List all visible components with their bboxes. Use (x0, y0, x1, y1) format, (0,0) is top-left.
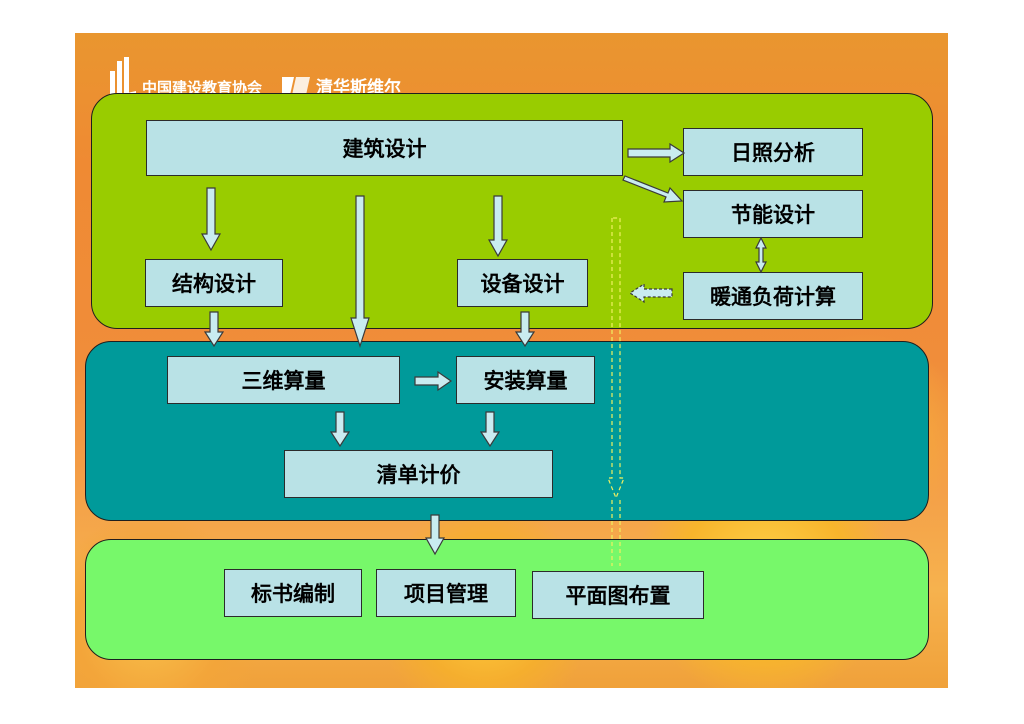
company-logo-icon (282, 77, 311, 95)
node-equipment-design: 设备设计 (457, 259, 588, 307)
node-installation-quantity: 安装算量 (456, 356, 595, 404)
node-structural-design: 结构设计 (145, 259, 283, 307)
arrow-structure-to-3d (203, 311, 225, 348)
node-project-management: 项目管理 (376, 569, 516, 617)
org-name-right: 清华斯维尔 (316, 78, 402, 98)
node-architectural-design: 建筑设计 (146, 120, 623, 176)
node-sunlight-analysis: 日照分析 (683, 128, 863, 176)
arrow-install-to-bill (479, 411, 501, 448)
arrow-arch-to-equipment (487, 195, 509, 258)
dashed-arrow-to-site-layout (607, 217, 625, 566)
node-site-layout: 平面图布置 (532, 571, 704, 619)
arrow-to-sunlight (627, 142, 686, 164)
arrow-3d-to-install (414, 370, 453, 392)
node-3d-quantity: 三维算量 (167, 356, 400, 404)
arrow-bill-to-management (424, 514, 446, 556)
arrow-arch-to-structure (200, 187, 222, 252)
arrow-3d-to-bill (329, 411, 351, 448)
arrow-equipment-to-install (514, 311, 536, 348)
node-hvac-load: 暖通负荷计算 (683, 272, 863, 320)
arrow-arch-to-3d (350, 195, 370, 348)
arrow-hvac-to-equipment (628, 282, 673, 304)
arrow-energy-hvac (755, 236, 767, 274)
node-bid-documents: 标书编制 (224, 569, 362, 617)
node-energy-design: 节能设计 (683, 190, 863, 238)
node-bill-pricing: 清单计价 (284, 450, 553, 498)
arrow-to-energy (622, 175, 684, 203)
org-name-left: 中国建设教育协会 (142, 79, 263, 97)
